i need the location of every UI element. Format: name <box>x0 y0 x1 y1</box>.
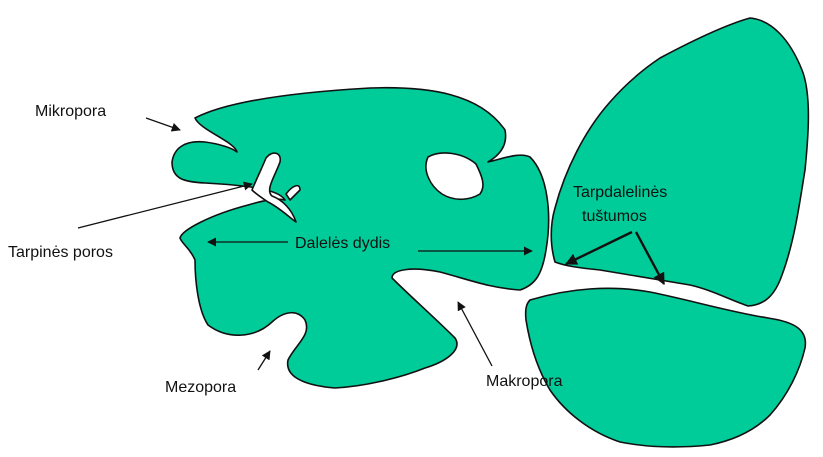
mikropora-arrow <box>146 118 180 130</box>
mezopora-arrow <box>258 351 270 370</box>
top-right-particle <box>551 18 808 306</box>
label-tarpdalelines-line2: tuštumos <box>582 208 647 225</box>
label-daleles-dydis: Dalelės dydis <box>295 235 390 252</box>
label-mikropora: Mikropora <box>35 103 106 120</box>
makropora-arrow <box>458 302 492 366</box>
label-tarpdalelines-line1: Tarpdalelinės <box>573 184 667 201</box>
label-makropora: Makropora <box>486 373 563 390</box>
label-tarpines-poros: Tarpinės poros <box>8 244 113 261</box>
label-mezopora: Mezopora <box>165 379 236 396</box>
bottom-right-particle <box>526 288 806 447</box>
